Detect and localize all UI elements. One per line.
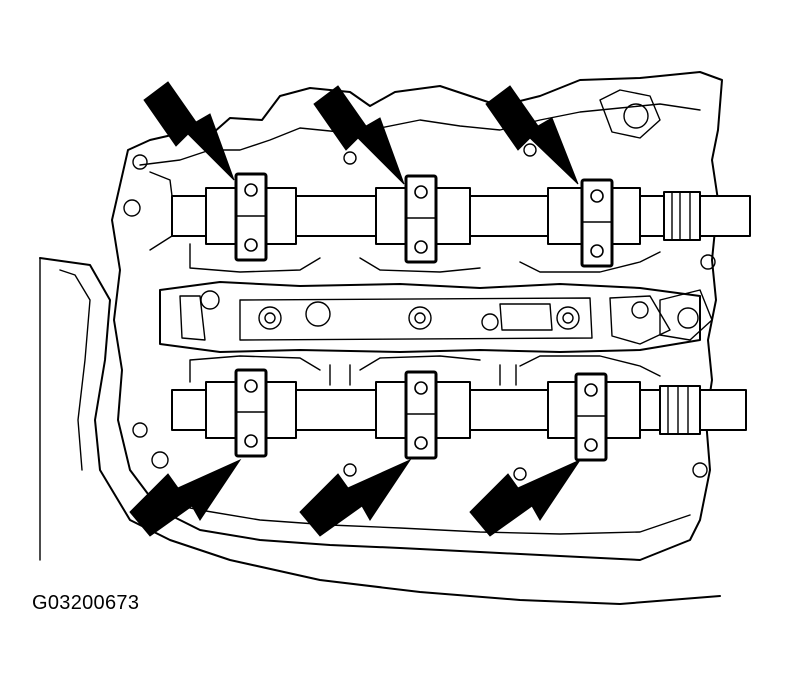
arrow-upper-2 — [313, 85, 405, 185]
arrow-lower-3 — [469, 458, 582, 537]
arrow-upper-3 — [485, 85, 579, 185]
bearing-caps-lower — [234, 368, 608, 462]
casting-holes — [123, 143, 716, 481]
figure-id-label: G03200673 — [32, 592, 140, 614]
bearing-cap-lower-2 — [404, 370, 438, 460]
spark-plug-gallery — [159, 281, 701, 353]
indicator-arrows — [129, 81, 582, 537]
arrow-lower-2 — [299, 458, 412, 537]
arrow-lower-1 — [129, 458, 242, 537]
bearing-cap-upper-3 — [580, 178, 614, 268]
bearing-cap-lower-1 — [234, 368, 268, 458]
bearing-cap-lower-3 — [574, 372, 608, 462]
bearing-cap-upper-1 — [234, 172, 268, 262]
bearing-cap-upper-2 — [404, 174, 438, 264]
arrow-upper-1 — [143, 81, 235, 181]
bearing-caps-upper — [234, 172, 614, 268]
